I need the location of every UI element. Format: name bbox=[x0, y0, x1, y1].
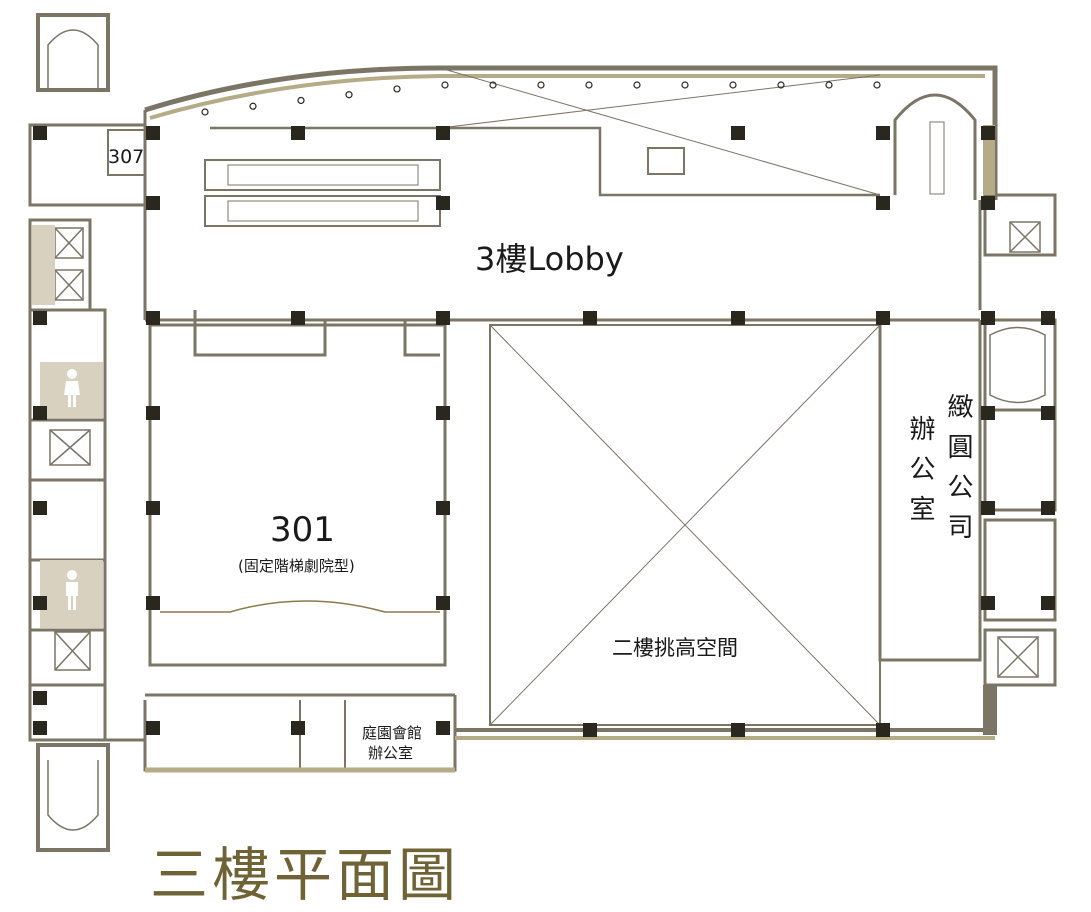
column bbox=[146, 501, 160, 515]
column bbox=[436, 721, 450, 735]
room-301-type: (固定階梯劇院型) bbox=[238, 557, 355, 575]
company-name-label: 緻圓公司 bbox=[943, 393, 973, 553]
ceiling-light-icon bbox=[201, 108, 209, 116]
ceiling-light-icon bbox=[393, 85, 401, 93]
ceiling-light-icon bbox=[873, 81, 881, 89]
lobby-outer-wall bbox=[144, 65, 998, 200]
ceiling-light-icon bbox=[825, 81, 833, 89]
column bbox=[33, 721, 47, 735]
column bbox=[33, 406, 47, 420]
column bbox=[981, 196, 995, 210]
column bbox=[1041, 406, 1055, 420]
restroom-icons bbox=[64, 369, 80, 610]
column bbox=[981, 501, 995, 515]
column bbox=[146, 311, 160, 325]
ceiling-light-icon bbox=[489, 81, 497, 89]
ceiling-light-icon bbox=[249, 102, 257, 110]
ceiling-light-icon bbox=[777, 81, 785, 89]
column bbox=[436, 406, 450, 420]
garden-office-line1: 庭園會館 bbox=[362, 724, 423, 742]
column bbox=[146, 196, 160, 210]
column bbox=[981, 596, 995, 610]
restroom-fills bbox=[32, 125, 997, 735]
column bbox=[146, 596, 160, 610]
room-301-label: 301 bbox=[270, 510, 335, 550]
column bbox=[1041, 311, 1055, 325]
column bbox=[731, 126, 745, 140]
column bbox=[146, 406, 160, 420]
ceiling-light-icon bbox=[441, 81, 449, 89]
column bbox=[876, 196, 890, 210]
column bbox=[146, 126, 160, 140]
atrium-label: 二樓挑高空間 bbox=[612, 636, 738, 660]
ceiling-light-icon bbox=[297, 96, 305, 105]
garden-office-line2: 辦公室 bbox=[368, 744, 414, 762]
plan-title: 三樓平面圖 bbox=[150, 841, 461, 909]
ceiling-light-icon bbox=[633, 81, 641, 89]
column bbox=[146, 721, 160, 735]
column bbox=[33, 691, 47, 705]
room-307-label: 307 bbox=[108, 146, 145, 168]
column bbox=[876, 126, 890, 140]
column bbox=[436, 501, 450, 515]
column bbox=[731, 723, 745, 737]
lobby-label: 3樓Lobby bbox=[475, 240, 624, 278]
column bbox=[583, 311, 597, 325]
column bbox=[436, 126, 450, 140]
column bbox=[1041, 596, 1055, 610]
column bbox=[436, 196, 450, 210]
column bbox=[583, 723, 597, 737]
column bbox=[981, 311, 995, 325]
column bbox=[876, 311, 890, 325]
column bbox=[33, 311, 47, 325]
ceiling-light-icon bbox=[537, 81, 545, 89]
structural-columns bbox=[33, 126, 1055, 737]
ceiling-light-icon bbox=[729, 81, 737, 89]
column bbox=[291, 311, 305, 325]
column bbox=[33, 596, 47, 610]
column bbox=[876, 723, 890, 737]
column bbox=[731, 311, 745, 325]
column bbox=[981, 126, 995, 140]
column bbox=[436, 311, 450, 325]
company-office-label: 辦公室 bbox=[905, 415, 935, 535]
ceiling-light-icon bbox=[585, 81, 593, 89]
column bbox=[981, 406, 995, 420]
column bbox=[33, 126, 47, 140]
column bbox=[33, 501, 47, 515]
ceiling-light-icon bbox=[681, 81, 689, 89]
column bbox=[291, 721, 305, 735]
ceiling-lights bbox=[201, 81, 881, 116]
column bbox=[291, 126, 305, 140]
column bbox=[1041, 501, 1055, 515]
ceiling-light-icon bbox=[345, 91, 353, 99]
column bbox=[436, 596, 450, 610]
